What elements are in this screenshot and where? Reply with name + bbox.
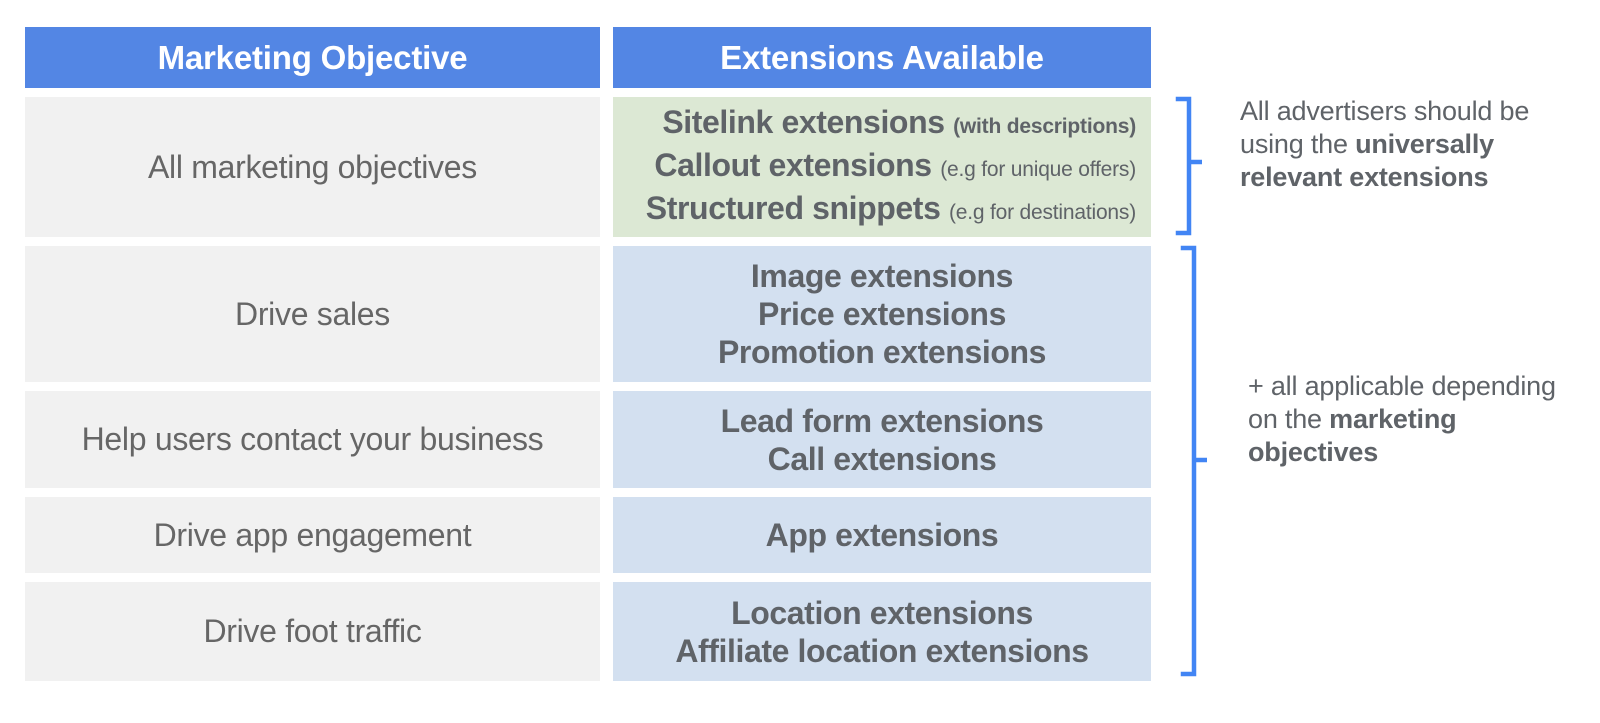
extension-item: App extensions [765,517,999,553]
extension-item: Promotion extensions [717,334,1047,370]
brace-universal-extensions-icon [1175,96,1215,241]
extension-item: Structured snippets (e.g for destination… [646,189,1136,232]
extensions-cell-drive-foot-traffic: Location extensions Affiliate location e… [613,582,1151,681]
extension-name: Callout extensions [654,146,932,183]
extension-item: Sitelink extensions (with descriptions) [646,103,1136,146]
extension-item: Location extensions [731,594,1033,631]
extension-name: Sitelink extensions [662,103,945,140]
extensions-cell-drive-app-engagement: App extensions [613,497,1151,573]
annotation-universal-extensions: All advertisers should be using the univ… [1240,95,1570,194]
extension-item: Lead form extensions [720,402,1044,439]
extension-note: (with descriptions) [953,114,1136,138]
extensions-available-column: Extensions Available Sitelink extensions… [613,27,1151,681]
extensions-cell-all-marketing-objectives: Sitelink extensions (with descriptions) … [613,97,1151,237]
header-marketing-objective: Marketing Objective [25,27,600,88]
extension-item: Image extensions [750,258,1014,294]
annotation-emphasis-text: universally relevant extensions [1240,129,1494,192]
extension-name: Structured snippets [645,189,941,226]
annotation-applicable-extensions: + all applicable depending on the market… [1248,370,1578,469]
extension-item: Price extensions [758,296,1006,332]
extension-item: Callout extensions (e.g for unique offer… [646,146,1136,189]
extension-item: Call extensions [767,440,997,477]
extensions-cell-drive-sales: Image extensions Price extensions Promot… [613,246,1151,382]
objective-cell-all-marketing-objectives: All marketing objectives [25,97,600,237]
brace-objective-extensions-icon [1180,245,1220,682]
annotation-emphasis-text: marketing objectives [1248,404,1457,467]
annotation-lead-text: All advertisers should be using the [1240,96,1530,159]
objective-cell-help-users-contact-your-business: Help users contact your business [25,391,600,488]
objective-cell-drive-sales: Drive sales [25,246,600,382]
annotation-lead-text: + all applicable depending on the [1248,371,1556,434]
extensions-cell-help-users-contact-your-business: Lead form extensions Call extensions [613,391,1151,488]
objective-cell-drive-foot-traffic: Drive foot traffic [25,582,600,681]
extension-item: Affiliate location extensions [675,632,1089,669]
objective-cell-drive-app-engagement: Drive app engagement [25,497,600,573]
extension-note: (e.g for unique offers) [940,157,1136,181]
extension-note: (e.g for destinations) [948,200,1136,224]
header-extensions-available: Extensions Available [613,27,1151,88]
marketing-objective-column: Marketing Objective All marketing object… [25,27,600,681]
